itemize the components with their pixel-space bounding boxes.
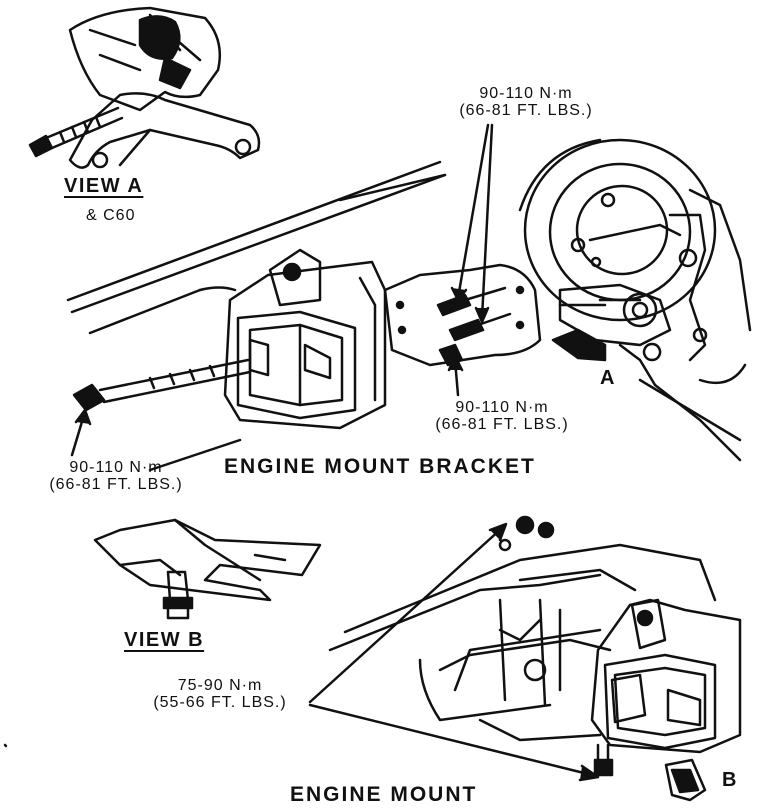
engine-mount-title: ENGINE MOUNT xyxy=(290,783,478,806)
engine-mount-illustration xyxy=(328,515,742,802)
view-a-sublabel: & C60 xyxy=(86,207,136,224)
torque-spec-left: 90-110 N·m (66-81 FT. LBS.) xyxy=(18,459,214,494)
view-a-label: VIEW A xyxy=(64,175,144,197)
torque-imperial: (66-81 FT. LBS.) xyxy=(459,101,593,119)
torque-spec-middle-right: 90-110 N·m (66-81 FT. LBS.) xyxy=(404,399,600,434)
view-b-label: VIEW B xyxy=(124,629,205,651)
engine-mount-bracket-title: ENGINE MOUNT BRACKET xyxy=(224,455,536,478)
torque-metric: 75-90 N·m xyxy=(177,677,263,694)
bracket-illustration xyxy=(66,138,752,472)
torque-imperial: (66-81 FT. LBS.) xyxy=(49,475,183,493)
torque-imperial: (66-81 FT. LBS.) xyxy=(435,415,569,433)
torque-imperial: (55-66 FT. LBS.) xyxy=(153,693,287,711)
callout-a-label: A xyxy=(600,367,615,389)
view-b-illustration xyxy=(93,518,322,620)
torque-metric: 90-110 N·m xyxy=(69,459,163,476)
callout-b-label: B xyxy=(722,769,737,791)
torque-leaders-bottom xyxy=(3,522,600,782)
torque-spec-engine-mount: 75-90 N·m (55-66 FT. LBS.) xyxy=(122,677,318,712)
torque-spec-top-right: 90-110 N·m (66-81 FT. LBS.) xyxy=(428,85,624,120)
torque-metric: 90-110 N·m xyxy=(479,85,573,102)
torque-metric: 90-110 N·m xyxy=(455,399,549,416)
torque-leaders-top xyxy=(70,123,494,457)
view-a-illustration xyxy=(28,6,261,169)
